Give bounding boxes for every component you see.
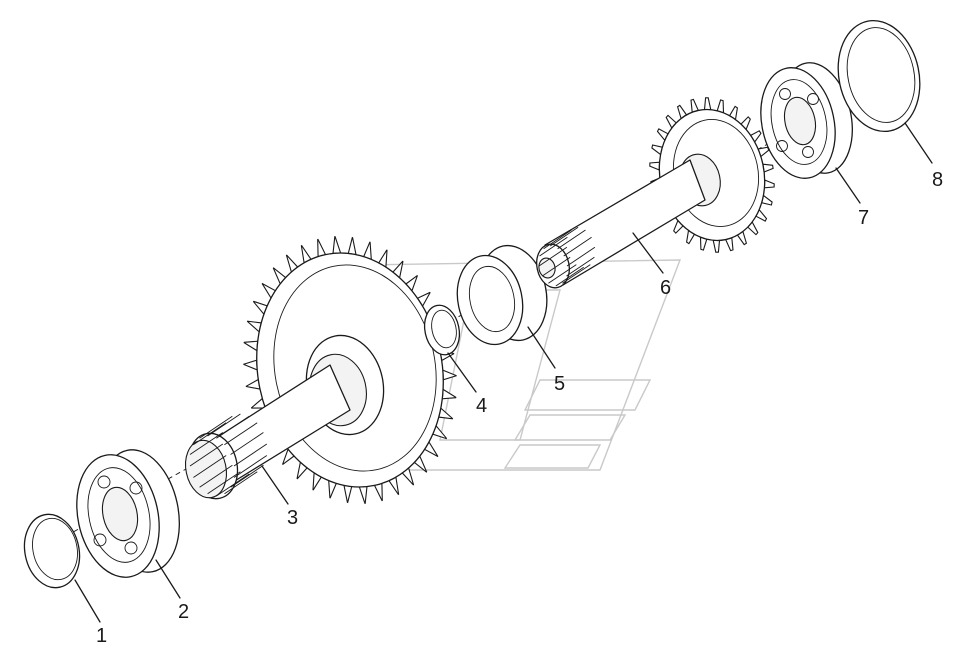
label-part-4: 4 [476, 395, 487, 417]
spline-groove [224, 471, 258, 495]
gear-tooth [712, 239, 721, 253]
spline-groove [543, 229, 572, 250]
gear-tooth [347, 236, 357, 256]
spline-groove [216, 473, 250, 497]
part-6-gear-shaft [536, 97, 775, 289]
spline-groove [542, 256, 571, 277]
spline-groove [230, 464, 264, 488]
spline-groove [566, 256, 595, 277]
part-8-shim [837, 19, 921, 133]
gear-tooth [441, 388, 457, 400]
gear-tooth [343, 484, 353, 504]
part-3-gear-shaft [184, 236, 457, 504]
part-7-ball-bearing [760, 62, 853, 179]
spline-groove [549, 226, 579, 247]
spline-groove [233, 455, 268, 478]
gear-tooth [373, 482, 383, 502]
spline-groove [193, 422, 227, 446]
label-part-7: 7 [858, 207, 869, 229]
spline-groove [557, 229, 586, 250]
spline-groove [566, 246, 596, 267]
spline-groove [548, 264, 577, 284]
part-5-hub [456, 244, 548, 346]
spline-groove [199, 415, 233, 439]
gear-tooth [763, 179, 775, 189]
gear-tooth [358, 486, 368, 504]
spline-groove [539, 236, 568, 257]
spline-groove [563, 236, 592, 257]
spline-groove [193, 455, 227, 478]
spline-groove [230, 432, 264, 455]
label-part-5: 5 [554, 373, 565, 395]
part-1-snap-ring [23, 513, 81, 589]
spline-groove [562, 264, 591, 284]
leader-lines [74, 122, 933, 623]
label-part-8: 8 [932, 169, 943, 191]
part-2-ball-bearing [76, 449, 180, 578]
spline-groove [224, 422, 258, 446]
spline-groove [555, 266, 584, 287]
label-part-2: 2 [178, 601, 189, 623]
spline-groove [207, 471, 241, 495]
spline-groove [189, 443, 224, 467]
spline-groove [216, 415, 250, 439]
gear-tooth [649, 161, 661, 171]
spline-groove [189, 432, 224, 455]
gear-tooth [243, 340, 259, 352]
gear-tooth [317, 238, 327, 258]
label-part-3: 3 [287, 507, 298, 529]
label-part-1: 1 [96, 625, 107, 647]
spline-groove [199, 464, 233, 488]
part-4-ring [423, 304, 461, 356]
spline-groove [538, 246, 568, 267]
gear-tooth [243, 359, 258, 371]
label-part-6: 6 [660, 277, 671, 299]
spline-groove [207, 413, 241, 437]
spline-groove [233, 443, 268, 467]
gear-tooth [332, 236, 342, 254]
gear-tooth [703, 97, 712, 111]
